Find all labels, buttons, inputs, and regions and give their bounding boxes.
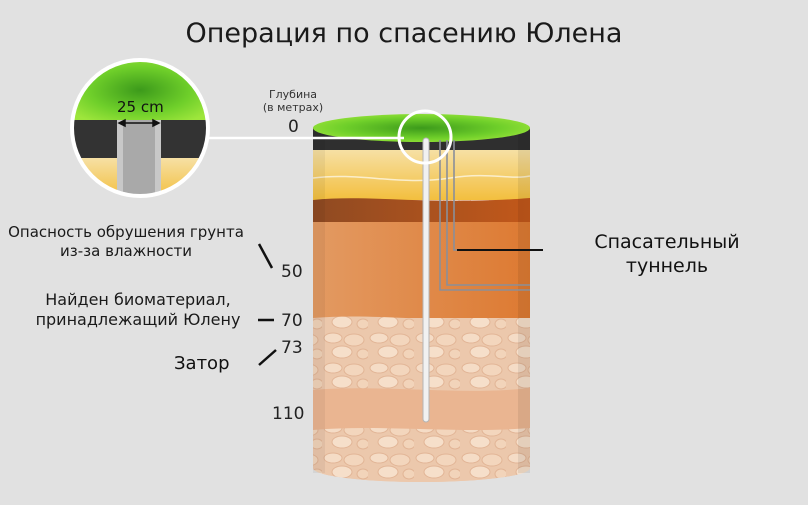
- collapse-tick: [257, 243, 274, 269]
- depth-110: 110: [272, 404, 305, 424]
- tunnel-annotation: Спасательный туннель: [582, 230, 752, 278]
- borehole: [422, 137, 430, 423]
- biomaterial-line2: принадлежащий Юлену: [35, 310, 241, 329]
- depth-70: 70: [281, 311, 303, 331]
- biomaterial-line1: Найден биоматериал,: [45, 290, 231, 309]
- depth-73: 73: [281, 338, 303, 358]
- width-arrow: [117, 118, 161, 128]
- grass-surface: [313, 114, 530, 142]
- tunnel-line1: Спасательный: [594, 231, 740, 253]
- collapse-annotation: Опасность обрушения грунта из-за влажнос…: [6, 223, 246, 261]
- soil-cylinder: [313, 128, 530, 483]
- depth-header-line2: (в метрах): [262, 101, 324, 114]
- page-title: Операция по спасению Юлена: [185, 18, 623, 49]
- zoom-width-label: 25 cm: [117, 98, 164, 116]
- tunnel-line2: туннель: [625, 255, 709, 277]
- depth-header: Глубина (в метрах): [253, 88, 333, 114]
- depth-0: 0: [288, 117, 299, 137]
- zoom-target-circle: [397, 109, 453, 165]
- biomaterial-annotation: Найден биоматериал, принадлежащий Юлену: [28, 290, 248, 330]
- depth-header-line1: Глубина: [268, 88, 318, 101]
- collapse-line2: из-за влажности: [60, 242, 192, 260]
- blockage-annotation: Затор: [174, 353, 230, 374]
- blockage-tick: [258, 349, 277, 366]
- depth-50: 50: [281, 262, 303, 282]
- collapse-line1: Опасность обрушения грунта: [8, 223, 244, 241]
